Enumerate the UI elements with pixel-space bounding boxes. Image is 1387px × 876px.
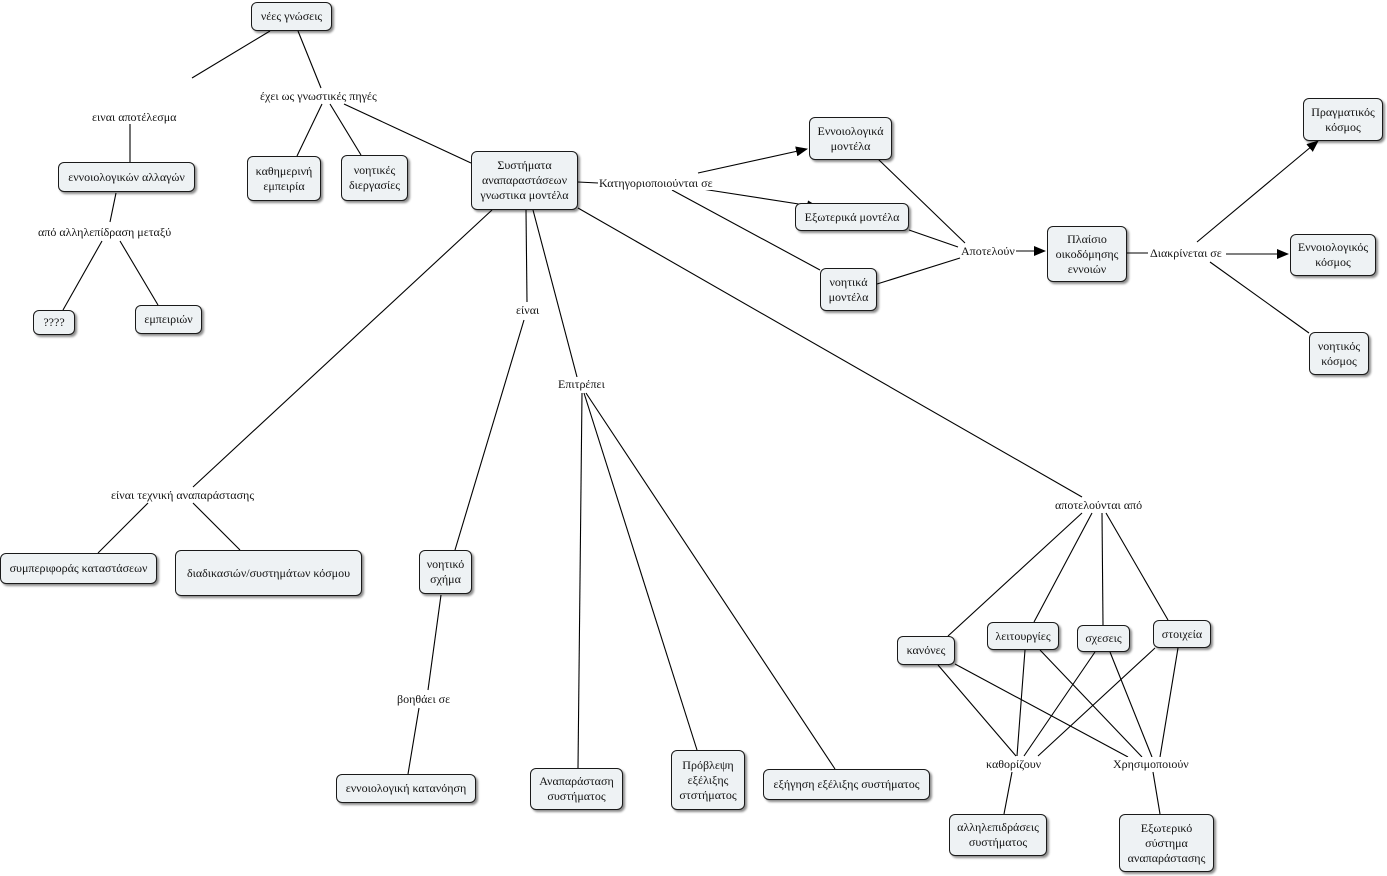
edge [1105, 512, 1169, 621]
concept-elements[interactable]: στοιχεία [1153, 620, 1211, 648]
link-determine: καθορίζουν [985, 757, 1043, 771]
edge [329, 103, 362, 156]
edge [532, 209, 578, 378]
concept-conceptual-understanding[interactable]: εννοιολογική κατανόηση [336, 774, 476, 803]
concept-mental-models[interactable]: νοητικά μοντέλα [820, 268, 877, 311]
link-is-result: ειναι αποτέλεσμα [91, 110, 178, 124]
link-use: Χρησιμοποιούν [1112, 757, 1190, 771]
edge [297, 30, 322, 89]
edge [525, 209, 528, 303]
edge [1209, 261, 1310, 334]
concept-conceptual-models[interactable]: Εννοιολογικά μοντέλα [809, 117, 892, 160]
concept-system-representation[interactable]: Αναπαράσταση συστήματος [530, 768, 623, 810]
edge [1003, 771, 1013, 815]
edge [427, 594, 442, 691]
concept-mental-processes[interactable]: νοητικές διεργασίες [341, 155, 408, 201]
concept-world-processes[interactable]: διαδικασιών/συστημάτων κόσμου [175, 550, 362, 596]
edge [583, 392, 698, 751]
edge [407, 707, 420, 775]
edge [1016, 649, 1026, 757]
edge [1101, 512, 1104, 626]
edge [1039, 649, 1143, 758]
edge [577, 181, 599, 184]
edge [192, 502, 241, 551]
edge [192, 209, 493, 488]
edge [585, 392, 836, 770]
link-has-sources: έχει ως γνωστικές πηγές [259, 89, 378, 103]
link-is: είναι [515, 303, 541, 317]
edge [1023, 651, 1096, 757]
edge [296, 103, 323, 157]
edge [1196, 140, 1319, 243]
concept-rules[interactable]: κανόνες [897, 636, 955, 665]
link-allows: Επιτρέπει [557, 377, 606, 391]
concept-system-interactions[interactable]: αλληλεπιδράσεις συστήματος [949, 814, 1047, 856]
edge [937, 664, 1017, 757]
edge [109, 192, 117, 223]
link-consist-of: αποτελούνται από [1054, 498, 1144, 512]
edge [697, 146, 808, 174]
edge [671, 189, 821, 271]
edge [876, 257, 961, 285]
concept-functions[interactable]: λειτουργίες [987, 622, 1059, 650]
concept-experiences[interactable]: εμπειριών [135, 305, 202, 334]
concept-external-system[interactable]: Εξωτερικό σύστημα αναπαράστασης [1119, 814, 1214, 872]
concept-representation-systems[interactable]: Συστήματα αναπαραστάσεων γνωστικα μοντέλ… [471, 151, 578, 210]
edge [947, 512, 1083, 637]
concept-conceptual-changes[interactable]: εννοιολογικών αλλαγών [58, 162, 195, 192]
edge [191, 30, 271, 79]
edge [343, 103, 472, 164]
edge [577, 392, 583, 769]
concept-question-marks[interactable]: ???? [33, 310, 75, 335]
concept-daily-experience[interactable]: καθημερινή εμπειρία [247, 156, 321, 201]
link-distinguished: Διακρίνεται σε [1149, 246, 1223, 260]
edge [954, 663, 1129, 758]
concept-mental-world[interactable]: νοητικός κόσμος [1309, 332, 1369, 375]
edge [1037, 647, 1156, 757]
concept-framework[interactable]: Πλαίσιο οικοδόμησης εννοιών [1047, 226, 1127, 282]
concept-external-models[interactable]: Εξωτερικά μοντέλα [795, 203, 909, 231]
edge [97, 502, 149, 554]
link-constitute: Αποτελούν [960, 244, 1016, 258]
link-from-interaction: από αλληλεπίδραση μεταξύ [37, 225, 173, 239]
concept-system-explanation[interactable]: εξήγηση εξέλιξης συστήματος [763, 769, 930, 800]
concept-conceptual-world[interactable]: Εννοιολογικός κόσμος [1290, 234, 1376, 276]
edge [119, 240, 159, 306]
edge [908, 229, 959, 248]
concept-real-world[interactable]: Πραγματικός κόσμος [1303, 98, 1383, 141]
edge [877, 158, 966, 244]
concept-state-behavior[interactable]: συμπεριφοράς καταστάσεων [0, 553, 157, 584]
edge [62, 240, 103, 311]
concept-system-prediction[interactable]: Πρόβλεψη εξέλιξης στστήματος [671, 750, 745, 810]
concept-new-knowledge[interactable]: νέες γνώσεις [251, 2, 332, 31]
edge [1109, 651, 1153, 758]
edge [1152, 771, 1161, 815]
edge [1159, 647, 1179, 758]
link-categorized: Κατηγοριοποιούνται σε [598, 176, 714, 190]
edge [577, 207, 1083, 498]
concept-mental-schema[interactable]: νοητικό σχήμα [419, 550, 472, 594]
concept-relations[interactable]: σχεσεις [1077, 625, 1130, 652]
link-helps: βοηθάει σε [396, 692, 452, 706]
edge [454, 319, 525, 551]
edge [1033, 512, 1093, 623]
link-is-technique: είναι τεχνική αναπαράστασης [110, 488, 256, 502]
